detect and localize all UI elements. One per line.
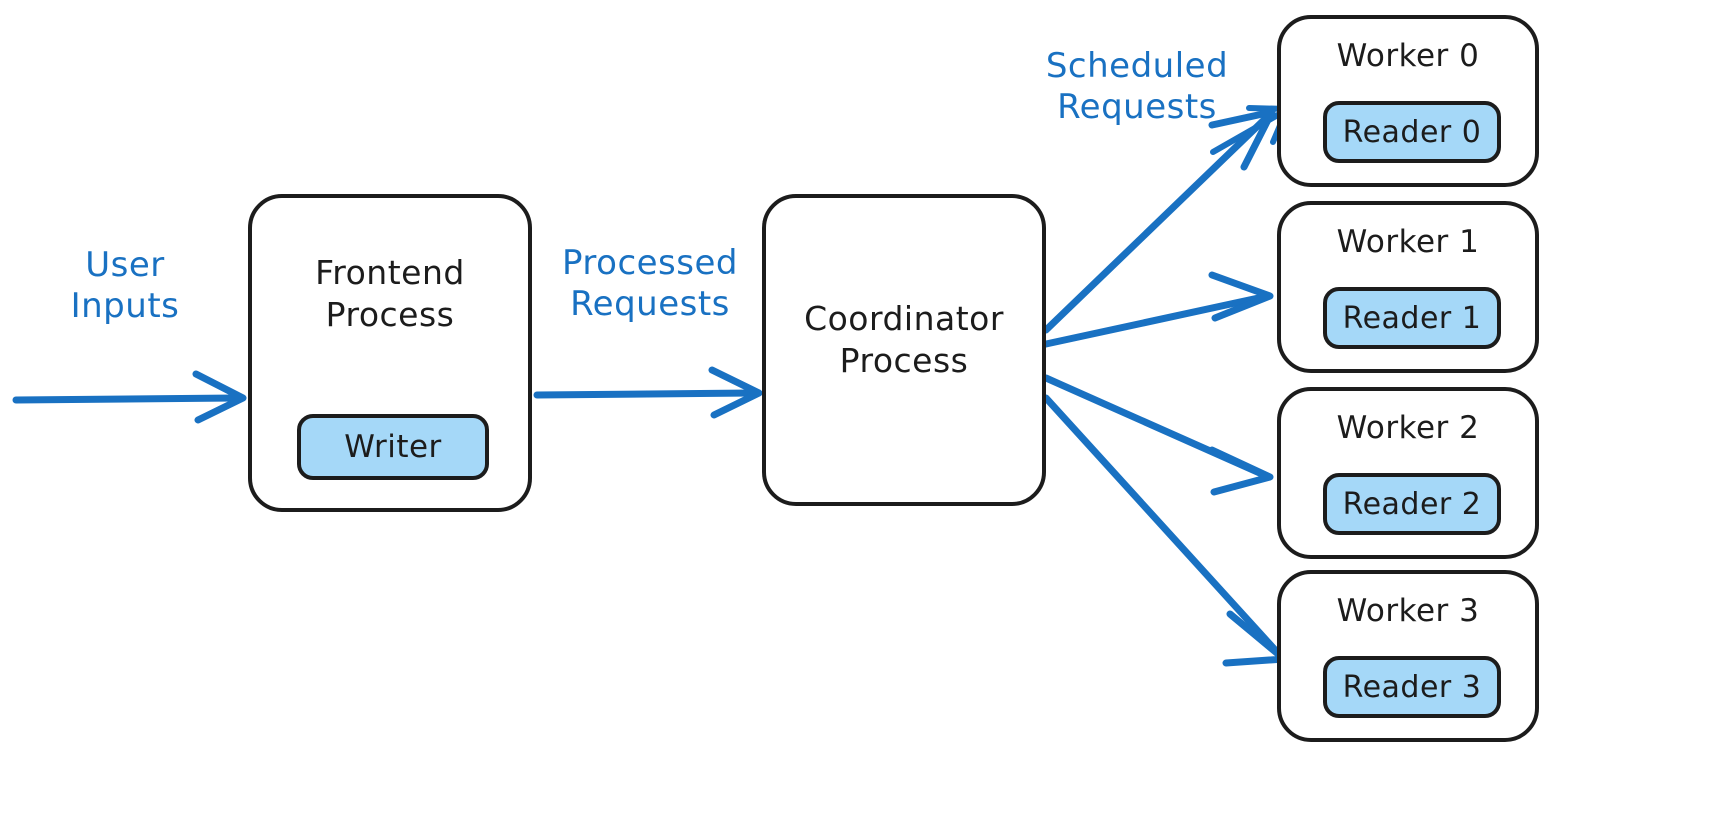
edge-label-processed-requests: Processed Requests xyxy=(562,243,738,325)
node-frontend-process[interactable]: Frontend Process Writer xyxy=(248,194,532,512)
node-worker-3[interactable]: Worker 3 Reader 3 xyxy=(1277,570,1539,742)
edge-label-user-inputs: User Inputs xyxy=(70,245,180,327)
node-worker-2[interactable]: Worker 2 Reader 2 xyxy=(1277,387,1539,559)
arrow-coordinator-to-worker-1 xyxy=(1042,271,1274,348)
worker-1-title: Worker 1 xyxy=(1336,224,1480,260)
node-coordinator-process[interactable]: Coordinator Process xyxy=(762,194,1046,506)
worker-0-reader-box[interactable]: Reader 0 xyxy=(1323,101,1501,163)
frontend-process-title: Frontend Process xyxy=(315,253,465,335)
node-worker-1[interactable]: Worker 1 Reader 1 xyxy=(1277,201,1539,373)
frontend-writer-box[interactable]: Writer xyxy=(297,414,489,480)
edge-label-scheduled-requests: Scheduled Requests xyxy=(1045,46,1229,128)
node-worker-0[interactable]: Worker 0 Reader 0 xyxy=(1277,15,1539,187)
worker-3-reader-box[interactable]: Reader 3 xyxy=(1323,656,1501,718)
arrow-user-inputs xyxy=(12,370,247,424)
arrow-coordinator-to-worker-2 xyxy=(1042,374,1274,496)
coordinator-process-title: Coordinator Process xyxy=(804,299,1004,381)
worker-1-reader-box[interactable]: Reader 1 xyxy=(1323,287,1501,349)
arrow-coordinator-to-worker-0 xyxy=(1042,108,1276,334)
arrow-coordinator-to-worker-3 xyxy=(1042,394,1288,667)
worker-2-title: Worker 2 xyxy=(1336,410,1480,446)
worker-2-reader-box[interactable]: Reader 2 xyxy=(1323,473,1501,535)
arrow-processed-requests xyxy=(533,366,763,419)
worker-0-title: Worker 0 xyxy=(1336,38,1480,74)
worker-3-title: Worker 3 xyxy=(1336,593,1480,629)
